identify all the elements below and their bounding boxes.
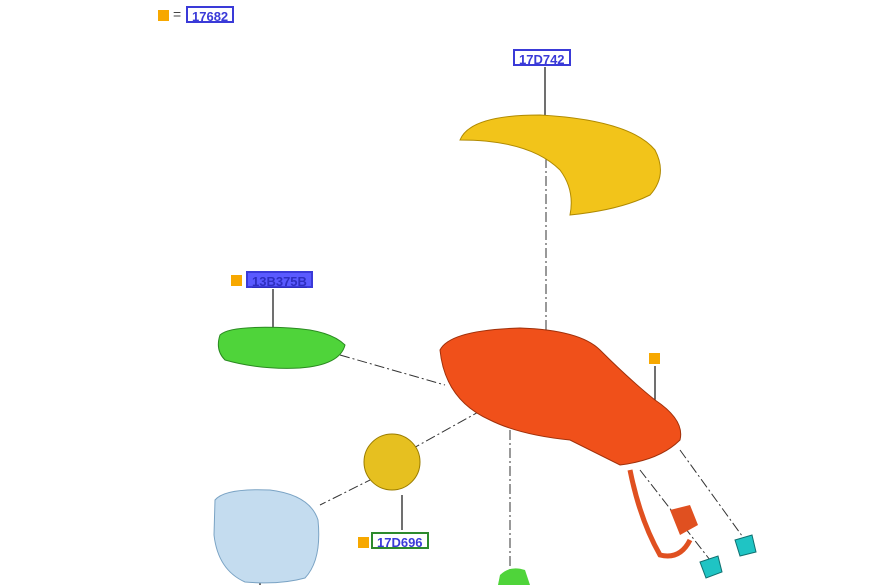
clip-part[interactable]	[699, 555, 723, 579]
marker-icon	[158, 10, 169, 21]
mirror-glass-part[interactable]	[213, 489, 320, 584]
part-link-17d696[interactable]: 17D696	[371, 532, 429, 550]
marker-icon	[231, 275, 242, 286]
legend-equals: =	[173, 6, 182, 22]
connector-part[interactable]	[670, 505, 698, 535]
part-link-17d742[interactable]: 17D742	[513, 49, 571, 67]
mirror-motor-part[interactable]	[363, 433, 421, 491]
marker-icon	[358, 537, 369, 548]
wiring-harness-part[interactable]	[627, 469, 693, 559]
part-link-17682[interactable]: 17682	[186, 6, 235, 24]
turn-signal-lamp-part[interactable]	[217, 326, 346, 369]
part-link-13b375b[interactable]: 13B375B	[246, 271, 313, 289]
mirror-cover-part[interactable]	[459, 114, 661, 216]
clip-part[interactable]	[734, 534, 757, 557]
bracket-part[interactable]	[498, 568, 530, 585]
marker-icon	[649, 353, 660, 364]
mirror-housing-part[interactable]	[439, 327, 682, 466]
